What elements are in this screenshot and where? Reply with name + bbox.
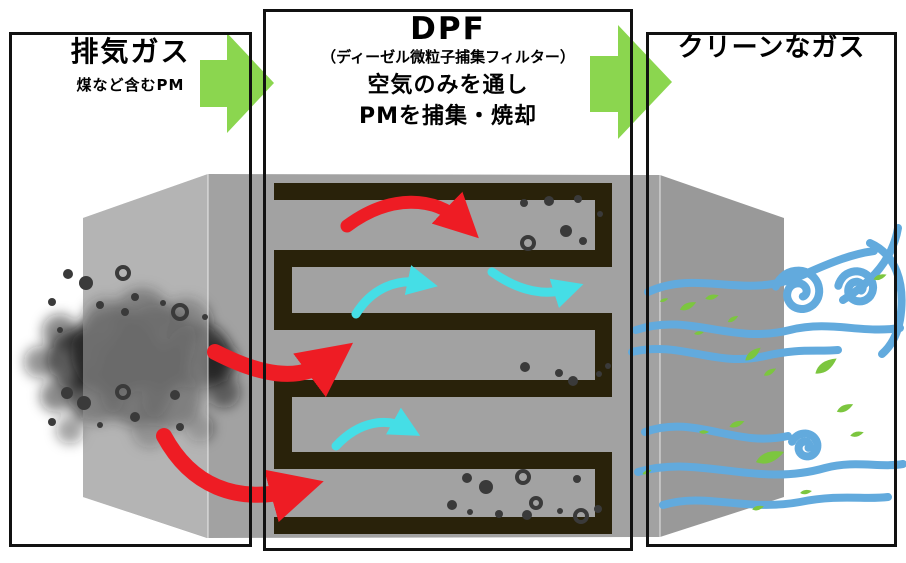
exhaust-panel <box>9 32 252 547</box>
pm-particles-trapped <box>447 195 611 524</box>
pm-particles-exhaust <box>48 265 208 431</box>
air-arrow-3 <box>331 407 421 451</box>
clean-gas-panel <box>646 32 897 547</box>
dpf-panel-header: DPF （ディーゼル微粒子捕集フィルター） 空気のみを通し PMを捕集・焼却 <box>263 11 633 130</box>
dpf-panel <box>263 9 633 551</box>
dpf-description-line1: 空気のみを通し <box>367 72 529 98</box>
dpf-title: DPF <box>410 11 486 47</box>
exhaust-subtitle: 煤など含むPM <box>76 76 185 95</box>
air-arrow-1 <box>351 265 438 319</box>
exhaust-arrow-inlet-upper <box>207 342 354 398</box>
clean-gas-panel-header: クリーンなガス <box>646 33 897 64</box>
clean-gas-title: クリーンなガス <box>677 33 866 63</box>
exhaust-arrow-inlet-lower <box>156 428 324 523</box>
exhaust-flow-arrows <box>156 191 479 523</box>
dpf-subtitle: （ディーゼル微粒子捕集フィルター） <box>321 47 575 66</box>
clean-air-arrows <box>331 265 584 451</box>
exhaust-title: 排気ガス <box>70 35 191 68</box>
air-arrow-2 <box>487 267 584 308</box>
exhaust-panel-header: 排気ガス 煤など含むPM <box>9 35 252 95</box>
dpf-description-line2: PMを捕集・焼却 <box>358 104 538 130</box>
flow-arrow-left-icon <box>200 33 274 133</box>
exhaust-arrow-channel1 <box>340 191 479 239</box>
dpf-filter-walls <box>274 183 612 534</box>
